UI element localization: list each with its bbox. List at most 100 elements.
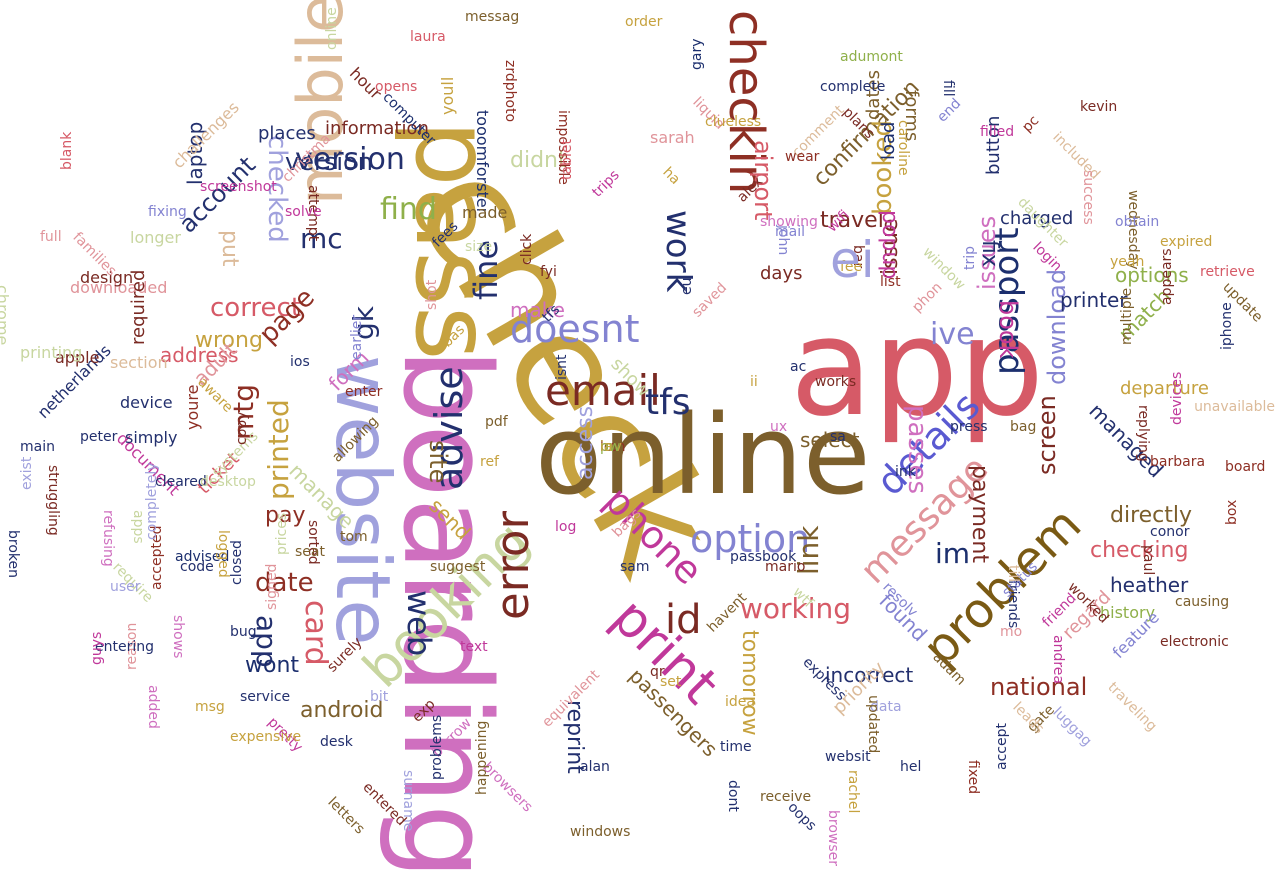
cloud-word: put	[217, 230, 242, 267]
cloud-word: copy	[234, 411, 250, 445]
cloud-word: laura	[410, 29, 446, 45]
cloud-word: bug	[230, 624, 257, 640]
cloud-word: zrdphoto	[502, 60, 518, 123]
cloud-word: didnt	[510, 148, 567, 173]
cloud-word: apps	[130, 510, 146, 544]
cloud-word: showing	[760, 214, 818, 230]
cloud-word: replying	[1135, 405, 1151, 462]
cloud-word: problems	[429, 714, 445, 780]
cloud-word: email	[545, 366, 661, 415]
cloud-word: appears	[1159, 248, 1175, 305]
cloud-word: address	[160, 343, 239, 367]
cloud-word: enter	[345, 384, 383, 400]
cloud-word: heather	[1110, 573, 1189, 597]
cloud-word: ref	[480, 454, 499, 470]
cloud-word: history	[1100, 603, 1156, 622]
cloud-word: checking	[1090, 538, 1189, 563]
cloud-word: date	[255, 568, 314, 598]
cloud-word: full	[40, 229, 62, 245]
cloud-word: ink	[895, 464, 916, 480]
cloud-word: isnt	[554, 354, 570, 380]
cloud-word: ux	[770, 419, 788, 435]
cloud-word: ive	[930, 317, 975, 352]
cloud-word: directly	[1110, 503, 1193, 528]
cloud-word: departure	[1120, 378, 1209, 399]
cloud-word: added	[145, 685, 161, 729]
cloud-word: expensive	[230, 729, 302, 745]
cloud-word: log	[555, 519, 577, 535]
cloud-word: doesnt	[510, 307, 640, 351]
cloud-word: hel	[900, 759, 922, 775]
cloud-word: msg	[195, 699, 225, 715]
cloud-word: receive	[760, 789, 812, 805]
cloud-word: travel	[820, 208, 884, 233]
cloud-word: barbara	[1150, 454, 1206, 470]
cloud-word: complete	[820, 79, 886, 95]
cloud-word: entering	[95, 639, 154, 655]
cloud-word: devices	[1169, 371, 1185, 425]
cloud-word: mario	[765, 559, 806, 575]
cloud-word: mo	[1000, 624, 1023, 640]
cloud-word: ac	[790, 359, 807, 375]
cloud-word: main	[20, 439, 55, 455]
cloud-word: earlier	[349, 314, 365, 360]
cloud-word: andrea	[1050, 635, 1066, 684]
cloud-word: make	[510, 298, 565, 322]
cloud-word: yeah	[1110, 254, 1145, 270]
cloud-word: printing	[20, 343, 83, 362]
cloud-word: closed	[229, 540, 245, 585]
cloud-word: service	[240, 689, 291, 705]
cloud-word: works	[815, 374, 857, 390]
cloud-word: refusing	[100, 510, 116, 567]
cloud-word: guys	[89, 631, 105, 665]
cloud-word: box	[1224, 499, 1240, 525]
cloud-word: peter	[80, 429, 118, 445]
cloud-word: opens	[375, 79, 418, 95]
cloud-word: websit	[825, 749, 871, 765]
cloud-word: apple	[55, 348, 100, 367]
cloud-word: trips	[589, 167, 623, 201]
cloud-word: bit	[370, 689, 389, 705]
cloud-word: ei	[830, 231, 875, 289]
cloud-word: fill	[940, 80, 956, 97]
cloud-word: android	[300, 698, 384, 723]
cloud-word: causing	[1175, 594, 1230, 610]
cloud-word: broken	[5, 530, 21, 578]
cloud-word: desktop	[200, 474, 256, 490]
cloud-word: mc	[300, 222, 343, 255]
cloud-word: error	[486, 511, 539, 620]
cloud-word: printed	[262, 399, 295, 500]
cloud-word: places	[258, 123, 316, 144]
cloud-word: order	[625, 14, 663, 30]
cloud-word: till	[1005, 565, 1021, 583]
cloud-word: sa	[830, 429, 846, 445]
cloud-word: tablet	[559, 139, 575, 180]
cloud-word: desk	[320, 734, 353, 750]
cloud-word: chrome	[0, 285, 12, 346]
cloud-word: pay	[265, 503, 306, 528]
cloud-word: tom	[340, 529, 368, 545]
cloud-word: dates	[863, 70, 884, 120]
cloud-word: shot	[424, 279, 440, 310]
cloud-word: card	[298, 600, 333, 666]
cloud-word: logged	[215, 530, 231, 578]
cloud-word: app	[790, 289, 1045, 446]
cloud-word: dont	[725, 780, 741, 812]
cloud-word: longer	[130, 228, 181, 247]
cloud-word: eu	[679, 277, 695, 296]
cloud-word: user	[110, 579, 141, 595]
cloud-word: messag	[465, 9, 520, 25]
cloud-word: passbook	[730, 549, 797, 565]
cloud-word: cleared	[155, 474, 207, 490]
cloud-word: accept	[994, 723, 1010, 770]
cloud-word: tomorrow	[737, 630, 762, 736]
cloud-word: online	[324, 7, 340, 50]
cloud-word: download	[1043, 268, 1071, 385]
cloud-word: exist	[19, 456, 35, 490]
cloud-word: correct	[210, 293, 302, 323]
cloud-word: online	[535, 391, 871, 519]
cloud-word: version	[285, 148, 373, 176]
cloud-word: popup	[877, 210, 902, 280]
cloud-word: electronic	[1160, 634, 1229, 650]
